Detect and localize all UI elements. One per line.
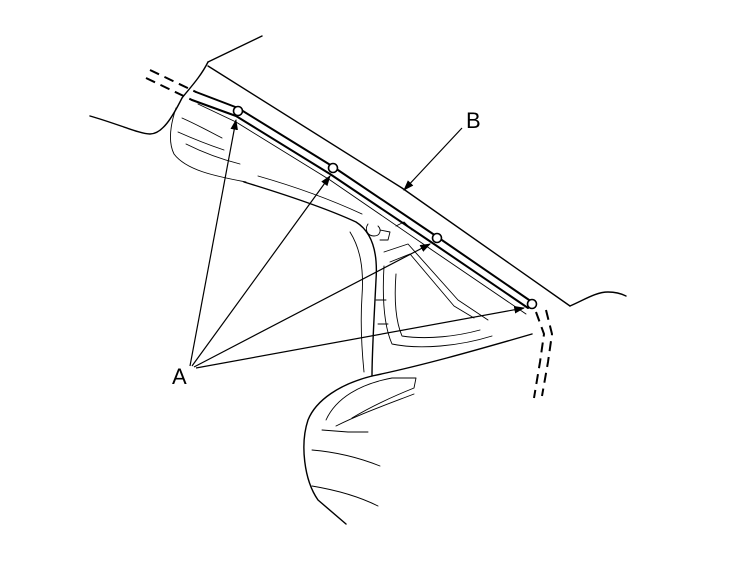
leader-lines-a — [189, 118, 526, 369]
label-a: A — [172, 364, 187, 389]
clip-point-3 — [431, 232, 443, 244]
clip-point-1 — [232, 105, 244, 117]
bracket-detail — [365, 221, 413, 241]
clip-point-4 — [526, 298, 538, 310]
leader-a-3 — [193, 243, 431, 368]
clip-points — [232, 105, 538, 310]
clip-point-2 — [327, 162, 339, 174]
lower-body — [303, 333, 533, 525]
body-contour-left — [89, 97, 247, 183]
leader-b — [403, 127, 463, 191]
leader-a-4 — [195, 306, 526, 369]
label-b: B — [466, 108, 481, 133]
leader-a-1 — [189, 118, 238, 367]
roof-panel — [181, 35, 627, 307]
weatherstrip-channel — [145, 69, 554, 399]
pillar-frame — [243, 175, 493, 377]
leader-a-2 — [191, 175, 331, 367]
